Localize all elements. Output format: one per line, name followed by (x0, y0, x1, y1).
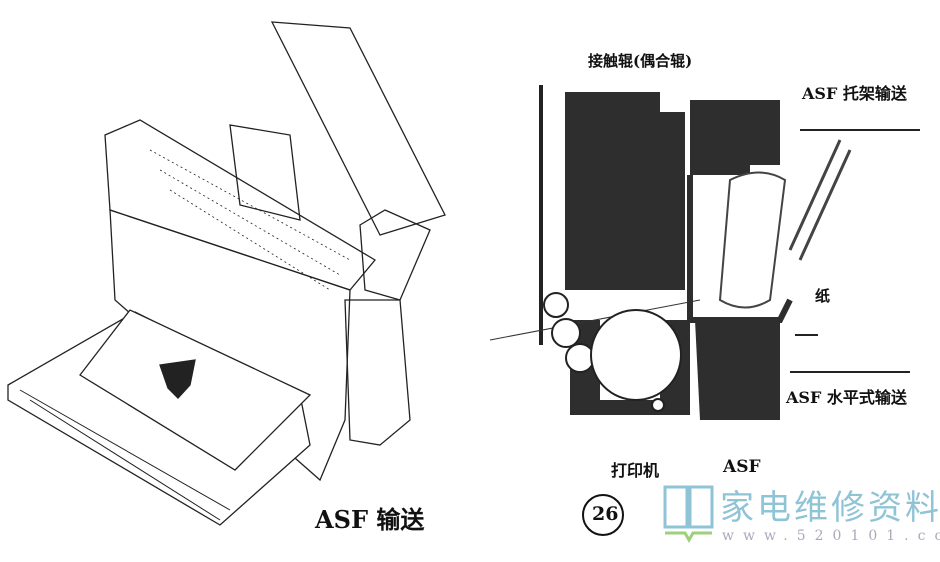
figure-number-digits: 26 (592, 503, 619, 525)
contact-roller-block (565, 92, 685, 290)
asf-horizontal-feed-label: ASF 水平式输送 (786, 388, 907, 407)
printer-label: 打印机 (611, 461, 660, 480)
watermark-name: 家电维修资料网 (720, 488, 940, 528)
roller (565, 343, 595, 373)
asf-tray-feed-label: ASF 托架输送 (802, 84, 907, 103)
roller (651, 398, 665, 412)
left-caption: ASF 输送 (315, 505, 425, 534)
platen-roller (590, 309, 682, 401)
watermark-url: www.520101.com (722, 528, 940, 544)
asf-cross-section (489, 85, 920, 536)
asf-label: ASF (723, 457, 761, 477)
watermark-logo (663, 485, 714, 544)
roller (543, 292, 569, 318)
printer-sketch (7, 21, 446, 526)
paper-label: 纸 (815, 287, 831, 305)
roller (551, 318, 581, 348)
asf-upper-block (690, 100, 780, 175)
asf-lower-block (695, 320, 780, 420)
paper-tray (718, 171, 787, 309)
contact-roller-label: 接触辊(偶合辊) (588, 52, 693, 70)
figure-number-circle (582, 494, 624, 536)
